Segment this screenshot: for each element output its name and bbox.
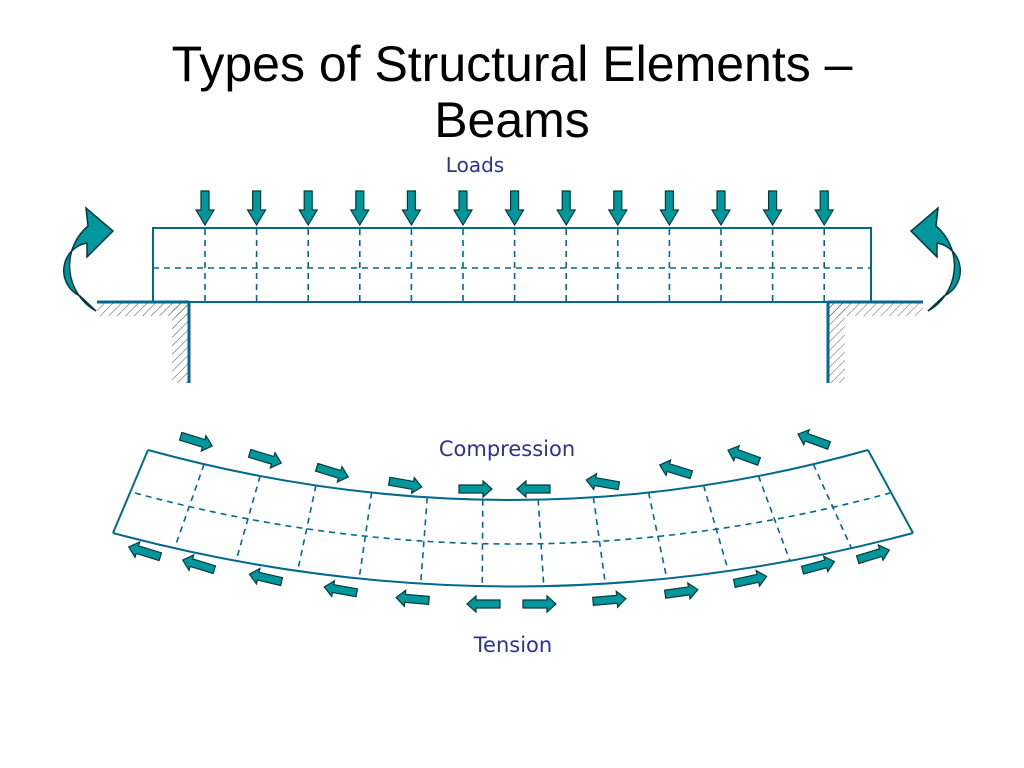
load-down-arrow-icon: [556, 190, 577, 227]
deflected-grid-line: [173, 463, 205, 549]
deflected-grid-line: [647, 492, 668, 579]
deflected-grid-line: [419, 497, 429, 584]
slide-title-line-2: Beams: [434, 92, 590, 148]
left-support-hatch-horizontal: [97, 303, 189, 316]
tension-arrow-icon: [181, 553, 217, 575]
load-down-arrow-icon: [246, 190, 267, 227]
deflected-grid-line: [702, 485, 730, 572]
tension-arrow-icon: [248, 567, 284, 587]
beam-body: [152, 227, 872, 303]
tension-arrow-icon: [800, 555, 836, 575]
deflected-beam-right-end: [867, 449, 914, 534]
deflected-grid-line: [537, 499, 545, 587]
load-down-arrow-icon: [349, 190, 370, 227]
loaded-beam-figure: Loads: [63, 153, 961, 383]
compression-arrow-icon: [516, 479, 551, 499]
tension-label: Tension: [473, 633, 552, 657]
load-down-arrow-icon: [659, 190, 680, 227]
load-arrows: [194, 190, 835, 227]
tension-arrow-icon: [663, 581, 699, 601]
deflected-grid-line: [592, 497, 607, 584]
tension-arrow-icon: [127, 540, 163, 562]
deflected-grid-lines: [173, 463, 853, 587]
deflected-beam-bottom-edge: [112, 532, 914, 588]
tension-arrow-icon: [732, 569, 768, 588]
load-down-arrow-icon: [194, 190, 216, 227]
tension-arrow-icon: [522, 594, 557, 614]
tension-arrow-icon: [323, 579, 359, 598]
load-down-arrow-icon: [710, 190, 732, 227]
compression-arrow-icon: [458, 479, 493, 499]
compression-arrow-icon: [178, 431, 214, 453]
deflected-neutral-axis: [134, 492, 891, 545]
tension-arrow-icon: [395, 589, 430, 608]
deflected-grid-line: [235, 475, 261, 562]
load-down-arrow-icon: [814, 190, 835, 227]
right-moment-curved-arrow-icon: [909, 206, 961, 312]
deflected-grid-line: [358, 492, 373, 579]
load-down-arrow-icon: [298, 190, 319, 227]
right-fixed-support: [826, 300, 923, 383]
tension-arrow-icon: [466, 594, 501, 614]
slide-title-line-1: Types of Structural Elements –: [171, 36, 853, 92]
force-arrows: [127, 428, 891, 614]
left-moment-curved-arrow-icon: [63, 206, 115, 312]
load-down-arrow-icon: [452, 190, 474, 227]
deflected-grid-line: [481, 499, 484, 587]
tension-arrow-icon: [592, 590, 627, 609]
compression-label: Compression: [439, 437, 575, 461]
left-fixed-support: [97, 300, 191, 383]
load-down-arrow-icon: [762, 190, 783, 227]
compression-arrow-icon: [585, 472, 621, 491]
compression-arrow-icon: [727, 444, 762, 467]
deflected-beam-figure: Compression Tension: [112, 428, 914, 657]
loads-label: Loads: [446, 153, 504, 177]
deflected-beam-left-end: [112, 449, 149, 534]
left-support-hatch-vertical: [172, 303, 189, 383]
compression-arrow-icon: [658, 458, 694, 480]
deflected-grid-line: [296, 485, 317, 572]
compression-arrow-icon: [797, 428, 832, 451]
load-down-arrow-icon: [607, 190, 628, 227]
beam-grid-lines: [204, 229, 826, 301]
deflected-grid-line: [757, 475, 791, 562]
compression-arrow-icon: [387, 476, 423, 495]
deflected-grid-line: [812, 463, 853, 549]
deflected-beam-top-edge: [147, 449, 869, 501]
compression-arrow-icon: [314, 462, 350, 484]
right-support-hatch-vertical: [828, 303, 845, 383]
tension-arrow-icon: [855, 543, 891, 565]
slide-title: Types of Structural Elements – Beams: [0, 36, 1024, 148]
compression-arrow-icon: [247, 448, 283, 470]
right-support-hatch-horizontal: [828, 303, 923, 316]
load-down-arrow-icon: [504, 190, 525, 227]
load-down-arrow-icon: [401, 190, 422, 227]
